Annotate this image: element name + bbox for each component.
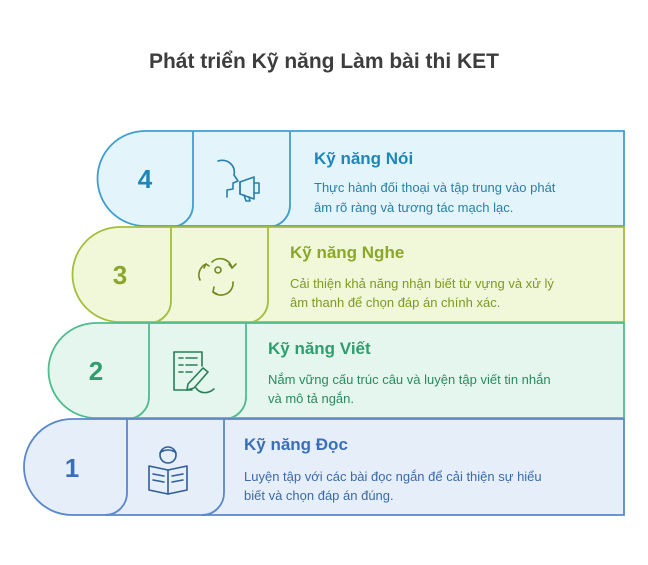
- speaking-megaphone-icon: [217, 159, 260, 202]
- step-1: 1 Kỹ năng Đọc Luyện tập với các bài đọc …: [23, 418, 625, 516]
- step-2-band: [47, 322, 625, 419]
- step-3: 3 Kỹ năng Nghe Cải thiện khả năng nhận b…: [71, 226, 625, 324]
- step-2-heading: Kỹ năng Viết: [268, 339, 371, 358]
- writing-document-icon: [173, 351, 215, 394]
- step-1-heading: Kỹ năng Đọc: [244, 435, 348, 454]
- step-3-band: [71, 226, 625, 323]
- step-3-heading: Kỹ năng Nghe: [290, 243, 404, 262]
- step-4-desc-line2: âm rõ ràng và tương tác mạch lạc.: [314, 200, 513, 215]
- reading-book-icon: [148, 446, 188, 495]
- step-2-desc-line1: Nắm vững cấu trúc câu và luyện tập viết …: [268, 372, 551, 387]
- step-2-desc-line2: và mô tả ngắn.: [268, 391, 354, 406]
- step-4-number: 4: [138, 164, 153, 194]
- step-1-number: 1: [65, 453, 79, 483]
- step-1-band: [23, 418, 625, 516]
- step-2: 2 Kỹ năng Viết Nắm vững cấu trúc câu và …: [47, 322, 625, 420]
- step-1-desc-line2: biết và chọn đáp án đúng.: [244, 488, 394, 503]
- step-4-heading: Kỹ năng Nói: [314, 149, 413, 168]
- step-1-divider-right: [201, 419, 225, 516]
- step-4: 4 Kỹ năng Nói Thực hành đối thoại và tập…: [96, 130, 625, 228]
- step-3-desc-line1: Cải thiện khả năng nhận biết từ vựng và …: [290, 276, 554, 291]
- listening-cycle-icon: [198, 257, 237, 296]
- step-1-divider: [104, 419, 128, 516]
- step-2-number: 2: [89, 356, 103, 386]
- step-1-desc-line1: Luyện tập với các bài đọc ngắn để cải th…: [244, 469, 542, 484]
- step-3-desc-line2: âm thanh để chọn đáp án chính xác.: [290, 295, 500, 310]
- step-4-desc-line1: Thực hành đối thoại và tập trung vào phá…: [314, 180, 556, 195]
- diagram-title: Phát triển Kỹ năng Làm bài thi KET: [148, 50, 500, 73]
- step-3-number: 3: [113, 260, 127, 290]
- step-4-band: [96, 130, 625, 227]
